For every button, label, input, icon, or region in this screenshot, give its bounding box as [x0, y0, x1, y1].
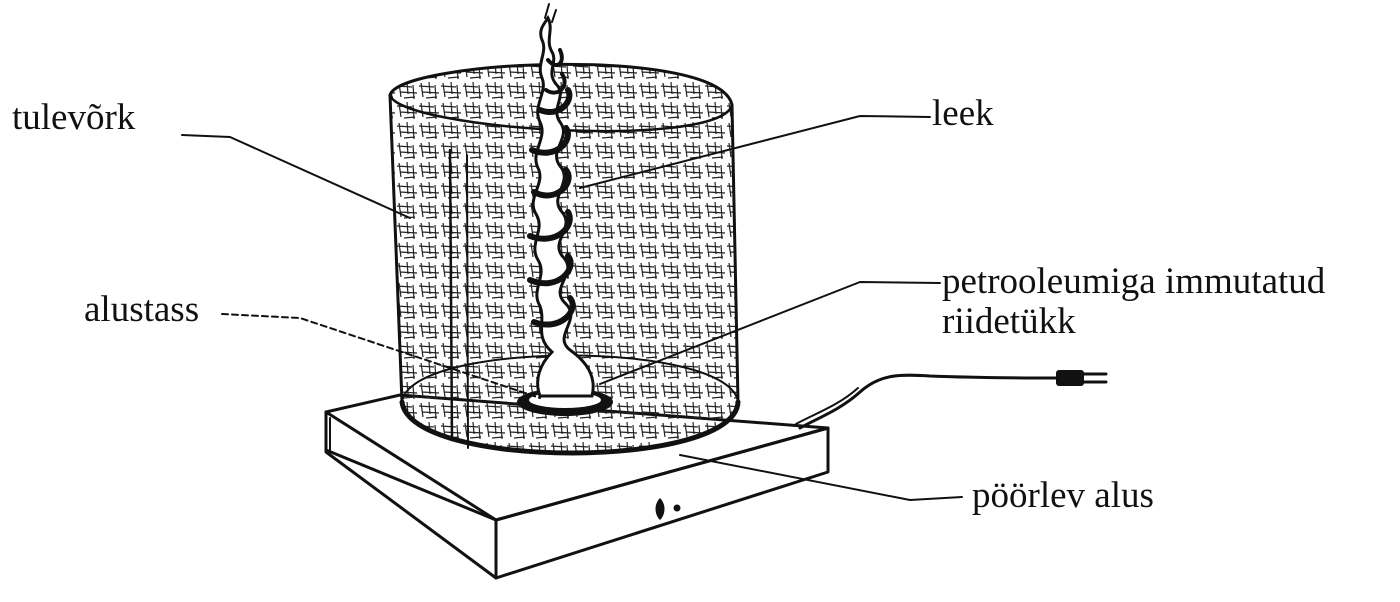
leader-tulevork — [181, 134, 411, 219]
label-petroleum-line2: riidetükk — [942, 301, 1076, 342]
rotating-base — [324, 393, 830, 580]
leader-leek — [579, 115, 931, 189]
leader-alus — [679, 454, 963, 501]
label-petroleum-cloth: petrooleumiga immutatud riidetükk — [942, 262, 1325, 342]
flame — [527, 3, 595, 398]
power-cord — [795, 370, 1108, 430]
leader-petroleum — [599, 281, 941, 385]
label-leek: leek — [932, 93, 994, 134]
label-tulevork: tulevõrk — [12, 97, 136, 138]
label-rotating-base: pöörlev alus — [972, 475, 1154, 516]
leader-alustass — [221, 313, 541, 399]
leader-lines — [181, 115, 963, 501]
knob-icon — [655, 498, 665, 520]
label-alustass: alustass — [84, 289, 200, 330]
label-petroleum-line1: petrooleumiga immutatud — [942, 261, 1326, 302]
